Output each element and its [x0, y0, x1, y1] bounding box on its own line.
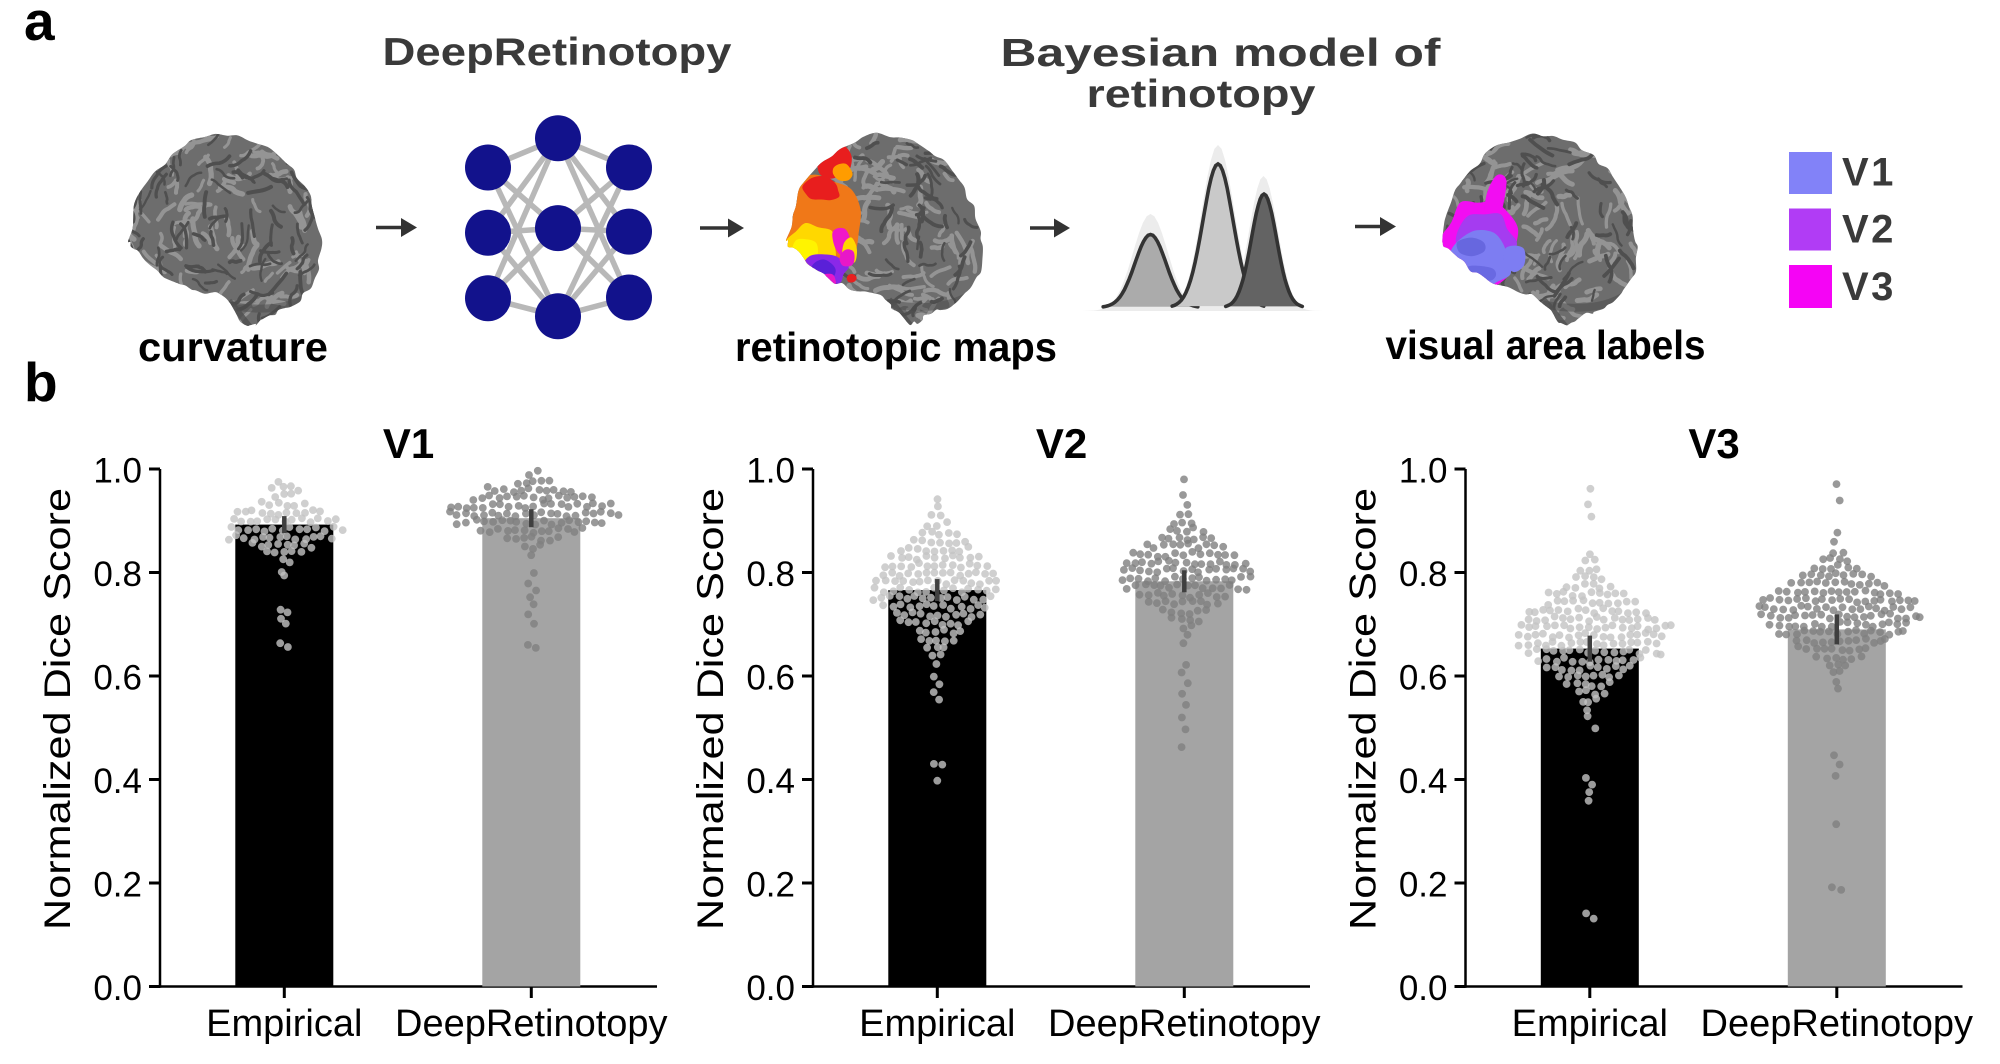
svg-text:0.4: 0.4 — [93, 762, 142, 801]
svg-text:0.6: 0.6 — [746, 659, 795, 698]
svg-text:0.0: 0.0 — [93, 969, 142, 1008]
svg-text:DeepRetinotopy: DeepRetinotopy — [1701, 1003, 1974, 1045]
svg-text:Normalized Dice Score: Normalized Dice Score — [37, 488, 78, 930]
svg-text:0.2: 0.2 — [93, 866, 142, 905]
svg-text:0.4: 0.4 — [746, 762, 795, 801]
svg-text:0.8: 0.8 — [746, 555, 795, 594]
svg-text:a: a — [24, 0, 55, 52]
svg-text:Normalized Dice Score: Normalized Dice Score — [690, 488, 731, 930]
svg-text:Empirical: Empirical — [1512, 1003, 1668, 1045]
svg-text:Empirical: Empirical — [206, 1003, 362, 1045]
svg-text:V2: V2 — [1842, 208, 1896, 252]
svg-text:0.0: 0.0 — [1399, 969, 1448, 1008]
svg-text:retinotopic maps: retinotopic maps — [735, 324, 1057, 370]
svg-text:visual area labels: visual area labels — [1386, 322, 1706, 368]
svg-text:V2: V2 — [1036, 420, 1087, 467]
svg-text:0.8: 0.8 — [93, 555, 142, 594]
svg-text:Normalized Dice Score: Normalized Dice Score — [1343, 488, 1384, 930]
svg-text:V1: V1 — [383, 420, 434, 467]
svg-text:0.2: 0.2 — [1399, 866, 1448, 905]
svg-text:0.6: 0.6 — [93, 659, 142, 698]
svg-text:retinotopy: retinotopy — [1087, 73, 1316, 116]
svg-text:1.0: 1.0 — [1399, 452, 1448, 491]
svg-text:DeepRetinotopy: DeepRetinotopy — [1048, 1003, 1321, 1045]
svg-text:0.2: 0.2 — [746, 866, 795, 905]
svg-text:0.6: 0.6 — [1399, 659, 1448, 698]
svg-text:0.4: 0.4 — [1399, 762, 1448, 801]
svg-text:V3: V3 — [1688, 420, 1739, 467]
svg-text:curvature: curvature — [138, 324, 328, 370]
svg-text:DeepRetinotopy: DeepRetinotopy — [383, 31, 732, 74]
svg-text:1.0: 1.0 — [746, 452, 795, 491]
svg-text:DeepRetinotopy: DeepRetinotopy — [395, 1003, 668, 1045]
svg-text:V1: V1 — [1842, 151, 1896, 195]
svg-text:1.0: 1.0 — [93, 452, 142, 491]
svg-text:V3: V3 — [1842, 265, 1896, 309]
svg-text:0.0: 0.0 — [746, 969, 795, 1008]
svg-text:Empirical: Empirical — [859, 1003, 1015, 1045]
svg-text:b: b — [24, 351, 58, 413]
svg-text:0.8: 0.8 — [1399, 555, 1448, 594]
svg-text:Bayesian model of: Bayesian model of — [1001, 32, 1442, 75]
